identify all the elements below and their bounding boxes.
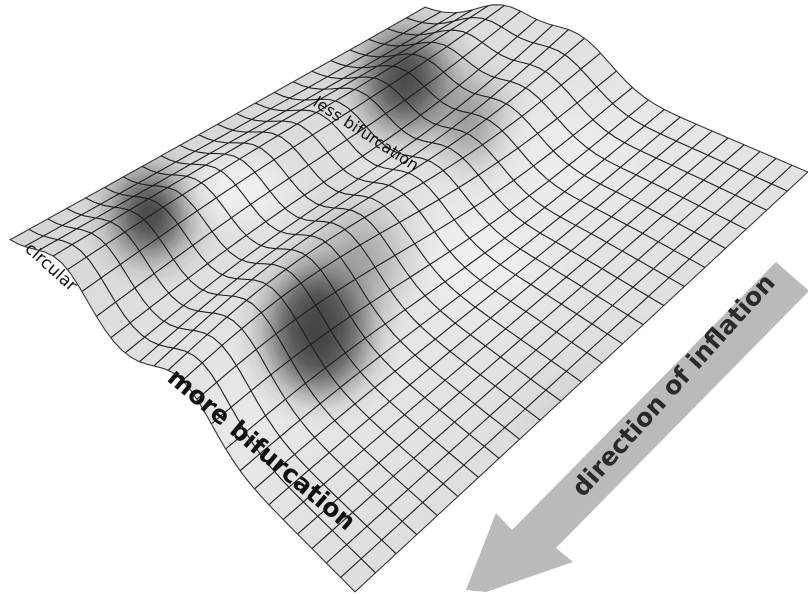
grid-line bbox=[182, 70, 617, 381]
direction-arrow-shape bbox=[466, 262, 808, 592]
grid-line bbox=[124, 24, 554, 354]
grid-line bbox=[167, 52, 601, 371]
ridge-shadow-left bbox=[116, 175, 184, 255]
grid-line bbox=[24, 11, 442, 248]
ridge-shadow-mid bbox=[270, 268, 366, 392]
grid-line bbox=[110, 18, 538, 339]
grid-line bbox=[239, 116, 681, 472]
grid-line bbox=[95, 10, 522, 317]
grid-line bbox=[325, 157, 777, 564]
ridge-shadow-back-2 bbox=[440, 80, 500, 160]
grid-line bbox=[52, 9, 474, 257]
grid-line bbox=[38, 12, 458, 251]
grid-line bbox=[268, 130, 713, 506]
grid-line bbox=[254, 123, 697, 490]
grid-line bbox=[297, 144, 745, 535]
landscape-surface bbox=[8, 4, 808, 593]
grid-line bbox=[311, 151, 761, 550]
grid-line bbox=[210, 99, 649, 425]
ridge-shadow-mid-2 bbox=[320, 218, 400, 302]
grid-line bbox=[196, 86, 633, 400]
grid-line bbox=[153, 37, 585, 367]
grid-line bbox=[81, 4, 506, 292]
grid-line bbox=[67, 4, 490, 271]
grid-line bbox=[225, 108, 665, 450]
grid-line bbox=[282, 137, 729, 521]
grid-line bbox=[139, 29, 569, 363]
ridge-highlight-2 bbox=[420, 220, 540, 300]
grid-line bbox=[340, 164, 793, 578]
